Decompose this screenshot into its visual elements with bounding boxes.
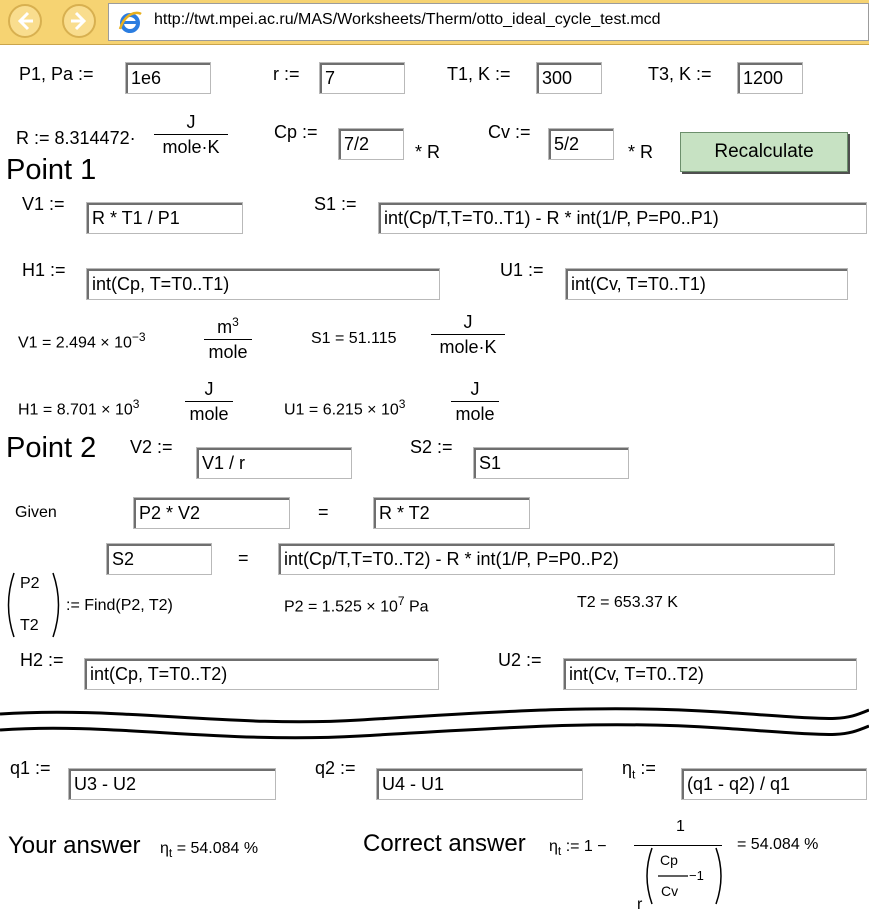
r-unit-denominator: mole·K — [162, 137, 220, 157]
v1-label: V1 := — [22, 194, 65, 214]
r-constant-unit: J mole·K — [154, 110, 228, 159]
h1-input[interactable]: int(Cp, T=T0..T1) — [86, 268, 440, 300]
q2-label: q2 := — [315, 758, 356, 778]
u2-input[interactable]: int(Cv, T=T0..T2) — [563, 658, 857, 690]
cp-suffix: * R — [415, 142, 441, 162]
your-answer-value: ηt = 54.084 % — [160, 840, 259, 861]
h2-label: H2 := — [20, 650, 64, 670]
v2-input[interactable]: V1 / r — [196, 447, 352, 479]
corr-exponent-parens — [646, 847, 722, 905]
h1-result: H1 = 8.701 × 103 — [18, 397, 140, 419]
point2-heading: Point 2 — [6, 432, 97, 464]
corr-numerator: 1 — [676, 818, 685, 835]
correct-eta-assign: ηt := 1 − — [549, 838, 607, 859]
s1-unit: J mole·K — [431, 310, 505, 359]
h2-input[interactable]: int(Cp, T=T0..T2) — [84, 658, 439, 690]
t3-input[interactable]: 1200 — [737, 62, 803, 94]
r-constant-label: R := 8.314472· — [16, 128, 136, 148]
r-label: r := — [273, 64, 300, 84]
v1-result: V1 = 2.494 × 10−3 — [18, 330, 146, 352]
eta-input[interactable]: (q1 - q2) / q1 — [681, 768, 867, 800]
p1-label: P1, Pa := — [19, 64, 94, 84]
browser-toolbar: http://twt.mpei.ac.ru/MAS/Worksheets/The… — [0, 0, 869, 45]
u2-label: U2 := — [498, 650, 542, 670]
point1-heading: Point 1 — [6, 154, 97, 186]
u1-result: U1 = 6.215 × 103 — [284, 397, 406, 419]
p2-result: P2 = 1.525 × 107 Pa — [284, 594, 429, 616]
eq1-left-input[interactable]: P2 * V2 — [133, 497, 290, 529]
recalculate-button[interactable]: Recalculate — [680, 132, 848, 172]
cv-suffix: * R — [628, 142, 654, 162]
h1-label: H1 := — [22, 260, 66, 280]
corr-cv: Cv — [661, 883, 679, 899]
u1-label: U1 := — [500, 260, 544, 280]
cp-input[interactable]: 7/2 — [338, 128, 404, 160]
forward-button[interactable] — [62, 4, 96, 38]
back-button[interactable] — [8, 4, 42, 38]
vector-parens — [7, 572, 60, 638]
v1-input[interactable]: R * T1 / P1 — [86, 202, 243, 234]
eq1-right-input[interactable]: R * T2 — [373, 497, 530, 529]
t2-result: T2 = 653.37 K — [577, 594, 678, 611]
address-bar[interactable]: http://twt.mpei.ac.ru/MAS/Worksheets/The… — [108, 3, 869, 41]
s1-label: S1 := — [314, 194, 357, 214]
h1-unit: J mole — [185, 377, 233, 426]
eta-label: ηt := — [622, 758, 656, 782]
t1-label: T1, K := — [447, 64, 511, 84]
s1-input[interactable]: int(Cp/T,T=T0..T1) - R * int(1/P, P=P0..… — [378, 202, 867, 234]
section-break-wave — [0, 707, 869, 740]
url-text: http://twt.mpei.ac.ru/MAS/Worksheets/The… — [154, 11, 661, 28]
v1-unit: m3 mole — [204, 310, 252, 364]
correct-answer-label: Correct answer — [363, 830, 526, 857]
vector-top: P2 — [20, 575, 40, 592]
your-answer-label: Your answer — [8, 832, 141, 859]
correct-answer-value: = 54.084 % — [737, 836, 819, 853]
eq1-sign: = — [318, 502, 329, 522]
p1-input[interactable]: 1e6 — [125, 62, 211, 94]
eq2-right-input[interactable]: int(Cp/T,T=T0..T2) - R * int(1/P, P=P0..… — [278, 543, 835, 575]
u1-input[interactable]: int(Cv, T=T0..T1) — [565, 268, 848, 300]
s2-input[interactable]: S1 — [473, 447, 629, 479]
ie-logo-icon — [118, 11, 142, 33]
r-input[interactable]: 7 — [319, 62, 405, 94]
corr-fraction-bar — [634, 845, 722, 846]
eq2-sign: = — [238, 548, 249, 568]
q1-label: q1 := — [10, 758, 51, 778]
corr-base-r: r — [637, 896, 643, 913]
q2-input[interactable]: U4 - U1 — [376, 768, 583, 800]
vector-bottom: T2 — [20, 617, 39, 634]
corr-minus-one: −1 — [689, 868, 704, 883]
cv-input[interactable]: 5/2 — [548, 128, 614, 160]
cv-label: Cv := — [488, 122, 531, 142]
given-keyword: Given — [15, 504, 57, 521]
back-arrow-icon — [17, 11, 33, 31]
forward-arrow-icon — [71, 11, 87, 31]
find-expression: := Find(P2, T2) — [66, 597, 173, 614]
s1-result: S1 = 51.115 — [311, 330, 397, 347]
cp-label: Cp := — [274, 122, 318, 142]
r-unit-numerator: J — [186, 112, 196, 132]
t3-label: T3, K := — [648, 64, 712, 84]
v2-label: V2 := — [130, 437, 173, 457]
u1-unit: J mole — [451, 377, 499, 426]
corr-cp: Cp — [660, 852, 678, 868]
eq2-left-input[interactable]: S2 — [106, 543, 212, 575]
s2-label: S2 := — [410, 437, 453, 457]
q1-input[interactable]: U3 - U2 — [68, 768, 276, 800]
t1-input[interactable]: 300 — [536, 62, 602, 94]
